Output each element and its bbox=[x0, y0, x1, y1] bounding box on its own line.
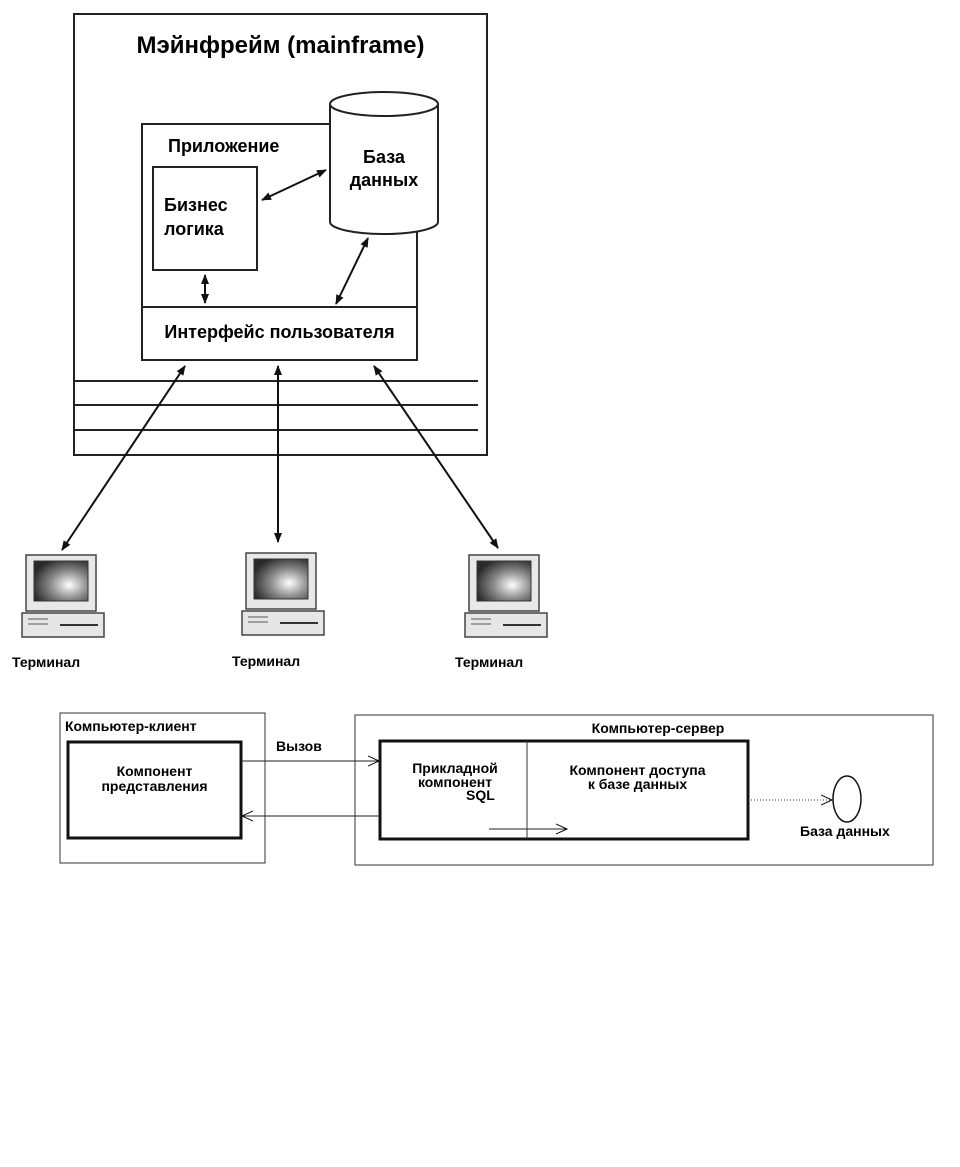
client-title: Компьютер-клиент bbox=[65, 718, 197, 734]
database-label-line1: База bbox=[330, 147, 438, 168]
database-label: База данных bbox=[800, 823, 890, 839]
application-component-line3: SQL bbox=[466, 787, 495, 803]
db-access-line2: к базе данных bbox=[530, 776, 745, 792]
database-label-line2: данных bbox=[330, 170, 438, 191]
terminal-label-2: Терминал bbox=[232, 653, 300, 669]
arrow-logic-database bbox=[262, 170, 326, 200]
server-title: Компьютер-сервер bbox=[548, 720, 768, 736]
terminal-computer-icon bbox=[465, 555, 547, 637]
arrow-terminal-3 bbox=[374, 366, 498, 548]
database-ellipse bbox=[833, 776, 861, 822]
application-component-line2: компонент bbox=[382, 774, 528, 790]
arrow-terminal-1 bbox=[62, 366, 185, 550]
terminal-label-1: Терминал bbox=[12, 654, 80, 670]
presentation-line1: Компонент bbox=[68, 763, 241, 779]
call-label: Вызов bbox=[276, 738, 322, 754]
arrow-database-ui bbox=[336, 238, 368, 304]
presentation-line2: представления bbox=[68, 778, 241, 794]
terminal-computer-icon bbox=[242, 553, 324, 635]
terminal-computer-icon bbox=[22, 555, 104, 637]
terminal-label-3: Терминал bbox=[455, 654, 523, 670]
